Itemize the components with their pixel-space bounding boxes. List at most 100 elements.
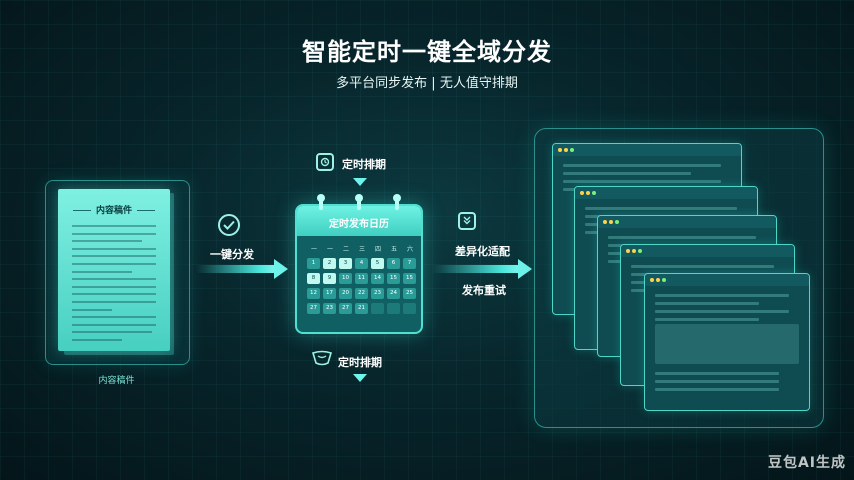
window-media-block xyxy=(655,324,799,364)
calendar-day[interactable]: 27 xyxy=(339,303,352,314)
document-text-line xyxy=(72,308,112,311)
calendar-day[interactable]: 12 xyxy=(307,288,320,299)
calendar-weekday: 六 xyxy=(406,246,413,253)
calendar-weekday: 五 xyxy=(390,246,397,253)
window-control-dot xyxy=(609,220,613,224)
cloud-icon xyxy=(311,350,333,366)
document-text-line xyxy=(72,278,156,281)
calendar-day[interactable]: 6 xyxy=(387,258,400,269)
down-arrow-icon xyxy=(353,374,367,382)
window-title-bar xyxy=(645,274,809,286)
retry-step-label: 发布重试 xyxy=(462,284,506,297)
calendar-day[interactable]: 25 xyxy=(403,288,416,299)
calendar-ring xyxy=(393,194,401,210)
down-arrow-icon xyxy=(353,178,367,186)
window-control-dot xyxy=(564,148,568,152)
check-icon xyxy=(218,214,240,236)
window-content-line xyxy=(563,180,721,183)
calendar-day[interactable]: 15 xyxy=(403,273,416,284)
window-title-bar xyxy=(621,245,794,257)
calendar-day[interactable]: 7 xyxy=(403,258,416,269)
window-title-bar xyxy=(598,216,776,228)
document-text-line xyxy=(72,323,156,326)
window-control-dot xyxy=(632,249,636,253)
window-control-dot xyxy=(615,220,619,224)
window-control-dot xyxy=(592,191,596,195)
calendar-header: 定时发布日历 xyxy=(297,206,421,236)
schedule-bottom-label: 定时排期 xyxy=(338,356,382,369)
window-control-dot xyxy=(656,278,660,282)
document-text-line xyxy=(72,339,122,341)
calendar-day[interactable]: 11 xyxy=(355,273,368,284)
window-control-dot xyxy=(650,278,654,282)
calendar-empty-day xyxy=(371,303,384,314)
draft-caption: 内容稿件 xyxy=(98,376,135,386)
calendar-day[interactable]: 22 xyxy=(355,288,368,299)
document-text-line xyxy=(72,331,152,334)
document-text-line xyxy=(72,285,156,288)
document-text-line xyxy=(72,225,156,227)
window-content-line xyxy=(655,310,789,313)
calendar-ring xyxy=(355,194,363,210)
arrow-head-to-platforms xyxy=(518,259,532,279)
window-content-line xyxy=(585,207,737,210)
calendar-empty-day xyxy=(403,303,416,314)
calendar-day[interactable]: 23 xyxy=(323,303,336,314)
window-control-dot xyxy=(586,191,590,195)
calendar-day[interactable]: 17 xyxy=(323,288,336,299)
calendar-day[interactable]: 21 xyxy=(355,303,368,314)
arrow-to-platforms xyxy=(432,265,520,273)
adapt-step-label: 差异化适配 xyxy=(455,245,510,258)
platform-window xyxy=(644,273,810,411)
page-subtitle: 多平台同步发布 | 无人值守排期 xyxy=(336,76,518,91)
window-content-line xyxy=(655,294,789,297)
page-title: 智能定时一键全域分发 xyxy=(302,38,552,66)
arrow-to-calendar xyxy=(196,265,276,273)
clock-icon xyxy=(316,153,334,171)
window-content-line xyxy=(563,164,721,167)
calendar-day[interactable]: 9 xyxy=(323,273,336,284)
calendar-day[interactable]: 3 xyxy=(339,258,352,269)
document-page: 内容稿件 xyxy=(58,189,170,351)
document-text-line xyxy=(72,301,156,303)
calendar-day[interactable]: 20 xyxy=(339,288,352,299)
document-text-line xyxy=(72,263,156,265)
window-content-line xyxy=(563,172,691,175)
calendar-weekday: 一 xyxy=(326,246,333,253)
watermark: 豆包AI生成 xyxy=(767,455,846,471)
calendar-day[interactable]: 1 xyxy=(307,258,320,269)
calendar-day[interactable]: 14 xyxy=(371,273,384,284)
calendar-weekday: 一 xyxy=(310,246,317,253)
window-control-dot xyxy=(662,278,666,282)
window-content-line xyxy=(631,265,774,268)
window-control-dot xyxy=(638,249,642,253)
calendar-day[interactable]: 23 xyxy=(371,288,384,299)
window-content-line xyxy=(608,236,756,239)
calendar-day[interactable]: 8 xyxy=(307,273,320,284)
calendar-day[interactable]: 10 xyxy=(339,273,352,284)
calendar-day[interactable]: 4 xyxy=(355,258,368,269)
calendar-day[interactable]: 15 xyxy=(387,273,400,284)
document-text-line xyxy=(72,316,156,319)
layers-download-icon xyxy=(458,212,476,230)
calendar-ring xyxy=(317,194,325,210)
calendar-day[interactable]: 24 xyxy=(387,288,400,299)
calendar-weekday: 二 xyxy=(342,246,349,253)
document-text-line xyxy=(72,232,156,235)
calendar-day[interactable]: 5 xyxy=(371,258,384,269)
window-title-bar xyxy=(575,187,757,199)
publish-step-label: 一键分发 xyxy=(210,248,254,261)
calendar-weekday: 三 xyxy=(358,246,365,253)
schedule-top-label: 定时排期 xyxy=(342,158,386,171)
arrow-head-to-calendar xyxy=(274,259,288,279)
document-text-line xyxy=(72,270,132,273)
document-text-line xyxy=(72,247,156,250)
calendar-day[interactable]: 2 xyxy=(323,258,336,269)
calendar-title: 定时发布日历 xyxy=(329,219,389,230)
window-control-dot xyxy=(603,220,607,224)
document-text-line xyxy=(72,293,156,296)
calendar-day[interactable]: 27 xyxy=(307,303,320,314)
window-title-bar xyxy=(553,144,741,156)
calendar-empty-day xyxy=(387,303,400,314)
